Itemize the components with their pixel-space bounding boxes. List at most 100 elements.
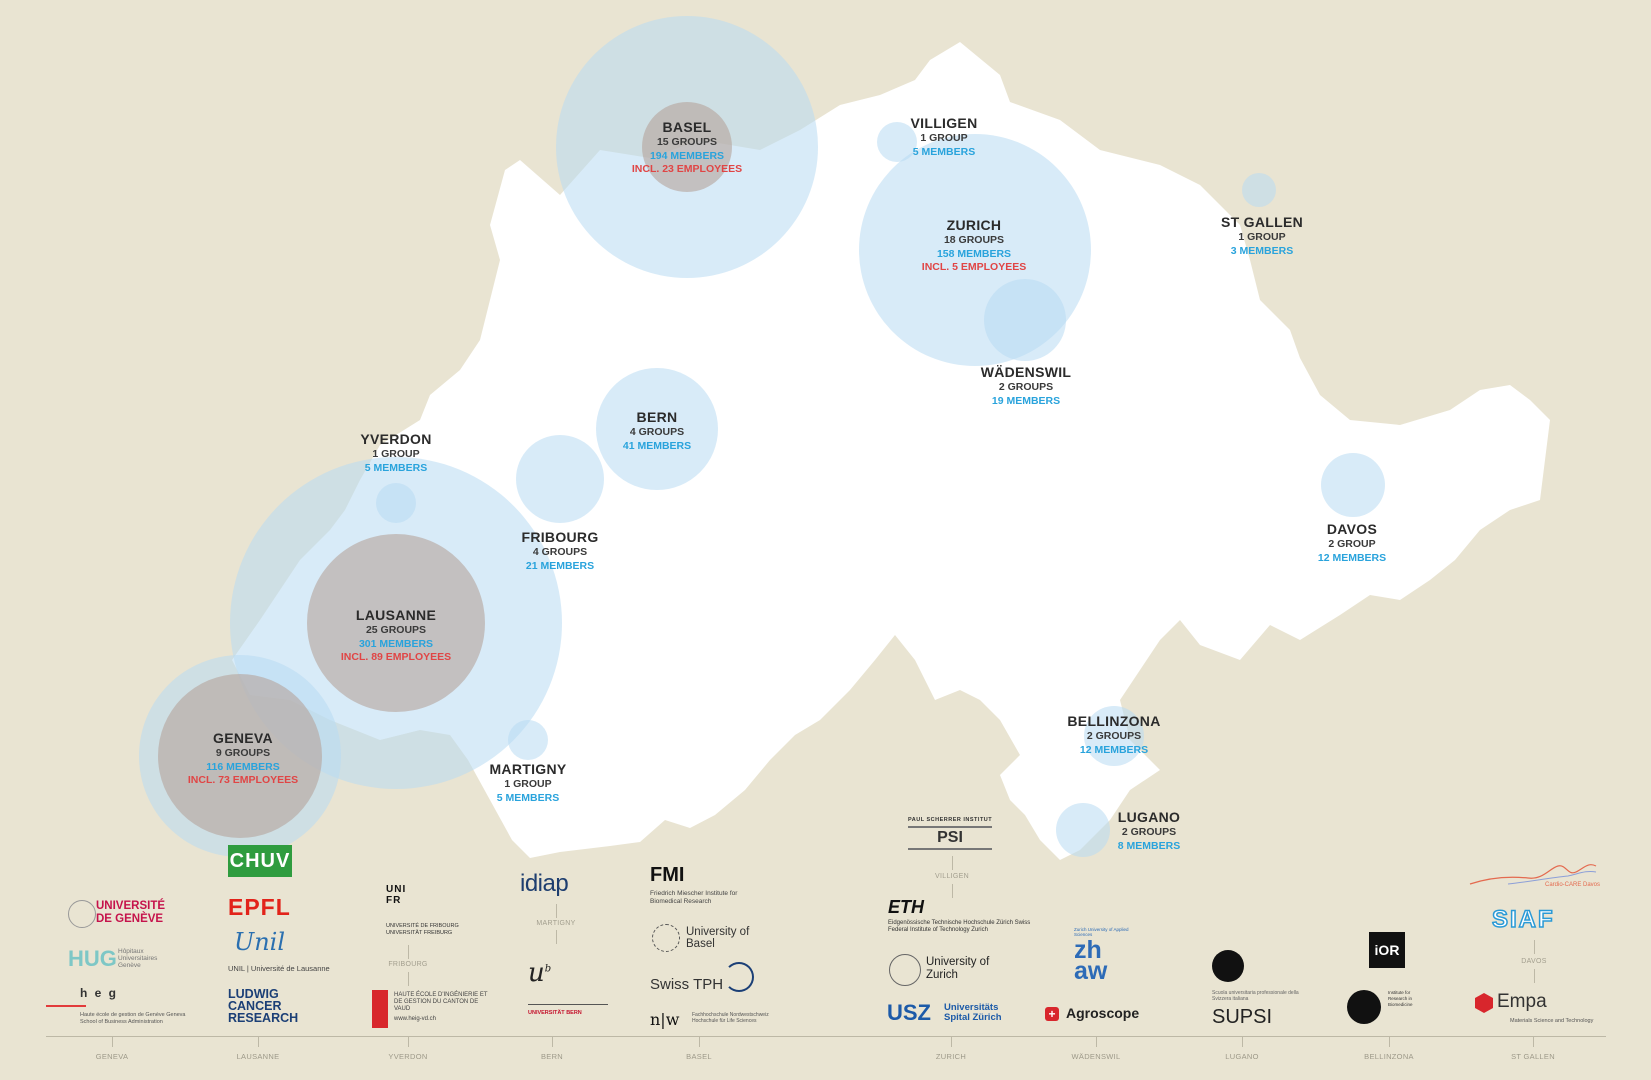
swisstph-logo: Swiss TPH <box>650 976 724 993</box>
fhnw-subtitle: Fachhochschule Nordwestschweiz Hochschul… <box>692 1012 769 1024</box>
members-count: 158 MEMBERS <box>936 247 1012 260</box>
fmi-logo: FMI <box>650 864 685 886</box>
city-name: BELLINZONA <box>1067 713 1161 729</box>
groups-count: 2 GROUP <box>1328 538 1376 551</box>
axis-tick <box>408 1037 409 1047</box>
tick-davos <box>1534 940 1535 954</box>
zhaw-subtitle: Zurich University of Applied Sciences <box>1074 927 1129 937</box>
employees-bubble-geneva <box>158 674 322 838</box>
unige-logo: UNIVERSITÉ DE GENÈVE <box>96 900 166 925</box>
axis-tick <box>258 1037 259 1047</box>
city-name: YVERDON <box>360 431 432 447</box>
members-count: 3 MEMBERS <box>1230 244 1294 257</box>
members-bubble-martigny <box>508 720 548 760</box>
employees-count: INCL. 23 EMPLOYEES <box>631 163 743 176</box>
city-label-wadenswil: WÄDENSWIL 2 GROUPS 19 MEMBERS <box>981 363 1072 408</box>
heg-red-bar <box>46 1005 86 1007</box>
heigvd-red-block <box>372 990 388 1028</box>
siaf-logo: SIAF <box>1491 905 1555 934</box>
axis-tick <box>1096 1037 1097 1047</box>
unifr-subtitle: UNIVERSITÉ DE FRIBOURG UNIVERSITÄT FREIB… <box>386 923 459 936</box>
city-name: GENEVA <box>213 730 273 746</box>
unibe-logo: UNIVERSITÄT BERN <box>528 1010 582 1016</box>
members-count: 8 MEMBERS <box>1117 839 1181 852</box>
city-label-fribourg: FRIBOURG 4 GROUPS 21 MEMBERS <box>521 528 598 573</box>
uzh-seal-icon <box>889 954 921 986</box>
fmi-subtitle: Friedrich Miescher Institute for Biomedi… <box>650 890 738 905</box>
axis-label-stgallen: ST GALLEN <box>1511 1052 1555 1061</box>
axis-tick <box>699 1037 700 1047</box>
members-count: 116 MEMBERS <box>206 760 280 773</box>
city-label-zurich: ZURICH 18 GROUPS 158 MEMBERS INCL. 5 EMP… <box>922 216 1026 275</box>
tick-villigen <box>952 856 953 870</box>
groups-count: 15 GROUPS <box>656 136 718 149</box>
eth-logo: ETH <box>888 897 924 917</box>
cardiocare-wave-icon <box>1469 864 1597 885</box>
axis-label-bern: BERN <box>540 1052 564 1061</box>
tag-fribourg: FRIBOURG <box>388 961 428 968</box>
groups-count: 4 GROUPS <box>532 546 588 559</box>
axis-tick <box>1242 1037 1243 1047</box>
fhnw-logo: n|w <box>650 1010 680 1029</box>
city-label-geneva: GENEVA 9 GROUPS 116 MEMBERS INCL. 73 EMP… <box>188 729 298 788</box>
axis-tick <box>1533 1037 1534 1047</box>
city-name: DAVOS <box>1326 521 1378 537</box>
groups-count: 1 GROUP <box>1238 231 1286 244</box>
irb-logo: Institute for Research in Biomedicine <box>1388 990 1413 1007</box>
axis-label-wadenswil: WÄDENSWIL <box>1071 1052 1121 1061</box>
axis-tick <box>112 1037 113 1047</box>
ior-logo: iOR <box>1369 932 1405 968</box>
axis-tick <box>951 1037 952 1047</box>
groups-count: 1 GROUP <box>372 448 420 461</box>
hug-subtitle: Hôpitaux Universitaires Genève <box>118 948 158 969</box>
heg-subtitle: Haute école de gestion de Genève Geneva … <box>80 1012 186 1025</box>
supsi-logo: SUPSI <box>1212 1006 1273 1028</box>
city-label-stgallen: ST GALLEN 1 GROUP 3 MEMBERS <box>1221 213 1303 258</box>
groups-count: 2 GROUPS <box>998 381 1054 394</box>
unibe-u-icon: ub <box>528 958 552 988</box>
city-name: LAUSANNE <box>355 607 437 623</box>
city-name: VILLIGEN <box>910 115 978 131</box>
tick-martigny <box>556 904 557 918</box>
members-count: 301 MEMBERS <box>358 637 434 650</box>
cardiocare-logo: Cardio-CARE Davos <box>1545 882 1601 888</box>
city-name: WÄDENSWIL <box>980 364 1072 380</box>
city-label-martigny: MARTIGNY 1 GROUP 5 MEMBERS <box>489 760 566 805</box>
heigvd-logo: HAUTE ÉCOLE D'INGÉNIERIE ET DE GESTION D… <box>394 992 488 1012</box>
tick-martigny-lower <box>556 930 557 944</box>
unibas-logo: University of Basel <box>686 926 750 950</box>
bottom-axis <box>46 1036 1606 1037</box>
members-count: 21 MEMBERS <box>525 559 595 572</box>
groups-count: 25 GROUPS <box>365 624 427 637</box>
members-count: 41 MEMBERS <box>622 439 692 452</box>
unige-seal-icon <box>68 900 96 928</box>
city-name: BERN <box>636 409 678 425</box>
members-count: 12 MEMBERS <box>1317 551 1387 564</box>
city-name: LUGANO <box>1117 809 1181 825</box>
heg-logo: h e g <box>80 986 119 1000</box>
swiss-cross-icon: + <box>1045 1007 1059 1021</box>
axis-label-geneva: GENEVA <box>95 1052 129 1061</box>
groups-count: 2 GROUPS <box>1121 826 1177 839</box>
employees-count: INCL. 73 EMPLOYEES <box>187 774 299 787</box>
unifr-logo: UNI FR <box>386 884 407 906</box>
empa-logo: Empa <box>1497 991 1547 1012</box>
members-count: 5 MEMBERS <box>912 145 976 158</box>
axis-label-yverdon: YVERDON <box>388 1052 428 1061</box>
tag-davos: DAVOS <box>1521 958 1547 965</box>
city-label-bern: BERN 4 GROUPS 41 MEMBERS <box>623 408 691 453</box>
idiap-logo: idiap <box>520 870 569 897</box>
usi-irb-emblem-icon <box>1347 990 1381 1024</box>
city-name: BASEL <box>662 119 712 135</box>
city-label-yverdon: YVERDON 1 GROUP 5 MEMBERS <box>360 430 431 475</box>
tag-villigen: VILLIGEN <box>935 873 969 880</box>
bubble-layer <box>139 16 1385 857</box>
axis-label-lugano: LUGANO <box>1225 1052 1259 1061</box>
city-name: ST GALLEN <box>1220 214 1304 230</box>
members-bubble-villigen <box>877 122 917 162</box>
tick-davos-lower <box>1534 969 1535 983</box>
axis-label-lausanne: LAUSANNE <box>236 1052 280 1061</box>
city-label-villigen: VILLIGEN 1 GROUP 5 MEMBERS <box>911 114 978 159</box>
heigvd-url: www.heig-vd.ch <box>394 1016 437 1022</box>
